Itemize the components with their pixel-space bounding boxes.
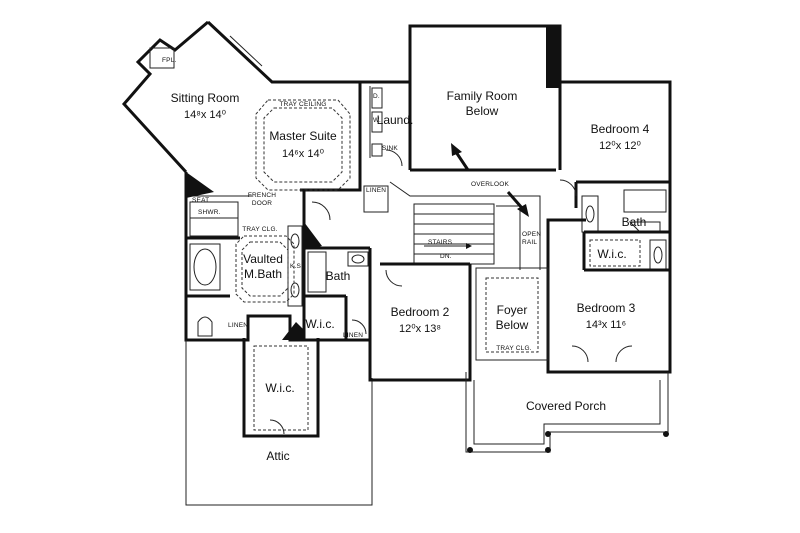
wall-fill <box>186 172 214 198</box>
linen-label-3: LINEN <box>343 332 363 339</box>
center-walls <box>302 185 472 382</box>
toilet <box>197 316 213 337</box>
french-door-label-2: DOOR <box>252 200 272 207</box>
family-room-sub: Below <box>466 104 499 118</box>
vaulted-bath-line1: Vaulted <box>243 252 283 266</box>
bedroom-2-name: Bedroom 2 <box>391 305 450 319</box>
door-swings <box>269 149 633 435</box>
washer <box>371 111 383 133</box>
attic-walls <box>185 338 373 506</box>
shower-label: SHWR. <box>198 209 221 216</box>
bedroom-3-walls <box>546 218 672 374</box>
bedroom-4-dim: 12⁰x 12⁰ <box>599 140 641 152</box>
wall-fill <box>546 26 560 88</box>
sink-label: SINK <box>382 145 398 152</box>
tub <box>307 251 327 293</box>
master-suite-name: Master Suite <box>269 129 337 143</box>
linen-label-2: LINEN <box>366 187 386 194</box>
wall-fill <box>282 322 304 340</box>
master-wic-name: W.i.c. <box>265 381 294 395</box>
sink <box>371 143 383 157</box>
stairs-label: STAIRS <box>428 239 453 246</box>
open-rail-label: OPEN <box>522 231 541 238</box>
bedroom-3-dim: 14³x 11⁶ <box>586 319 626 331</box>
wic-center-name: W.i.c. <box>305 317 334 331</box>
tray-clg-bath-label: TRAY CLG. <box>242 226 278 233</box>
sitting-room-walls <box>121 20 362 197</box>
stair-overlook <box>389 181 549 361</box>
covered-porch <box>465 372 669 453</box>
master-suite-dim: 14⁶x 14⁰ <box>282 148 325 160</box>
laundry-name: Laund. <box>377 113 414 127</box>
bedroom-3-name: Bedroom 3 <box>577 301 636 315</box>
family-room-walls <box>360 24 562 172</box>
foyer-name: Foyer <box>497 303 528 317</box>
seat-label: SEAT <box>192 197 209 204</box>
wic-right-name: W.i.c. <box>597 247 626 261</box>
overlook-arrows <box>451 143 529 217</box>
master-tray-ceiling <box>255 99 351 191</box>
wall-fill <box>304 222 322 250</box>
bath-right-name: Bath <box>622 215 647 229</box>
overlook-label: OVERLOOK <box>471 181 510 188</box>
foyer-sub: Below <box>496 318 529 332</box>
family-room-name: Family Room <box>447 89 518 103</box>
french-door-label: FRENCH <box>248 192 276 199</box>
sitting-room-dim: 14⁸x 14⁰ <box>184 109 227 121</box>
tub <box>623 189 667 213</box>
bedroom-2-dim: 12⁰x 13⁸ <box>399 323 441 335</box>
shower <box>189 201 239 237</box>
attic-name: Attic <box>266 449 289 463</box>
tray-ceiling-label: TRAY CEILING <box>280 101 327 108</box>
washer-label: W. <box>373 117 381 124</box>
fireplace <box>149 47 175 69</box>
dryer-label: D. <box>373 93 380 100</box>
ks-label: K.S <box>290 263 302 270</box>
open-rail-label-2: RAIL <box>522 239 537 246</box>
covered-porch-name: Covered Porch <box>526 399 606 413</box>
linen-label-1: LINEN <box>228 322 248 329</box>
bedroom-4-name: Bedroom 4 <box>591 122 650 136</box>
stairs-down-label: DN. <box>440 253 452 260</box>
bath-center-name: Bath <box>326 269 351 283</box>
sitting-room-name: Sitting Room <box>171 91 240 105</box>
dryer <box>371 87 383 109</box>
vaulted-bath-line2: M.Bath <box>244 267 282 281</box>
tray-clg-foyer-label: TRAY CLG. <box>496 345 532 352</box>
bedroom-4-walls <box>560 80 672 271</box>
fireplace-label: FPL. <box>162 57 177 64</box>
